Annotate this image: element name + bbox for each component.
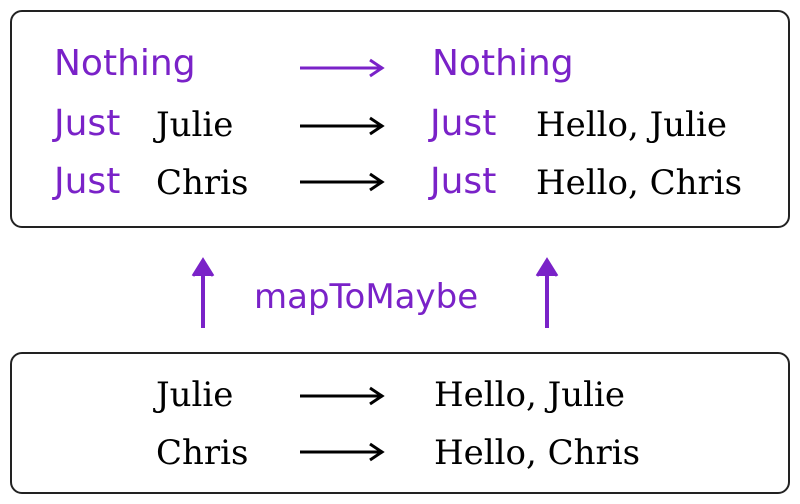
top-row-2-arrow-icon (300, 116, 385, 136)
top-row-3-left-value: Chris (156, 163, 249, 203)
top-row-2-right-value: Hello, Julie (536, 105, 728, 145)
top-row-1-right-tag: Nothing (432, 43, 574, 84)
top-row-1-left-tag: Nothing (54, 43, 196, 84)
top-row-2-right-tag: Just (430, 103, 497, 144)
bottom-row-1-right-value: Hello, Julie (434, 375, 626, 415)
bottom-row-2-right-value: Hello, Chris (434, 433, 641, 473)
top-row-3-right-value: Hello, Chris (536, 163, 743, 203)
maybe-box (10, 10, 790, 228)
bottom-row-1-left-value: Julie (156, 375, 234, 415)
top-row-2-left-tag: Just (54, 103, 121, 144)
top-row-2-left-value: Julie (156, 105, 234, 145)
bottom-row-2-left-value: Chris (156, 433, 249, 473)
top-row-3-left-tag: Just (54, 161, 121, 202)
bottom-row-1-arrow-icon (300, 386, 385, 406)
map-to-maybe-label: mapToMaybe (254, 277, 479, 317)
bottom-row-2-arrow-icon (300, 442, 385, 462)
right-up-arrow-icon (535, 257, 559, 328)
top-row-3-right-tag: Just (430, 161, 497, 202)
left-up-arrow-icon (191, 257, 215, 328)
plain-function-box (10, 352, 790, 494)
top-row-3-arrow-icon (300, 172, 385, 192)
top-row-1-arrow-icon (300, 58, 385, 78)
